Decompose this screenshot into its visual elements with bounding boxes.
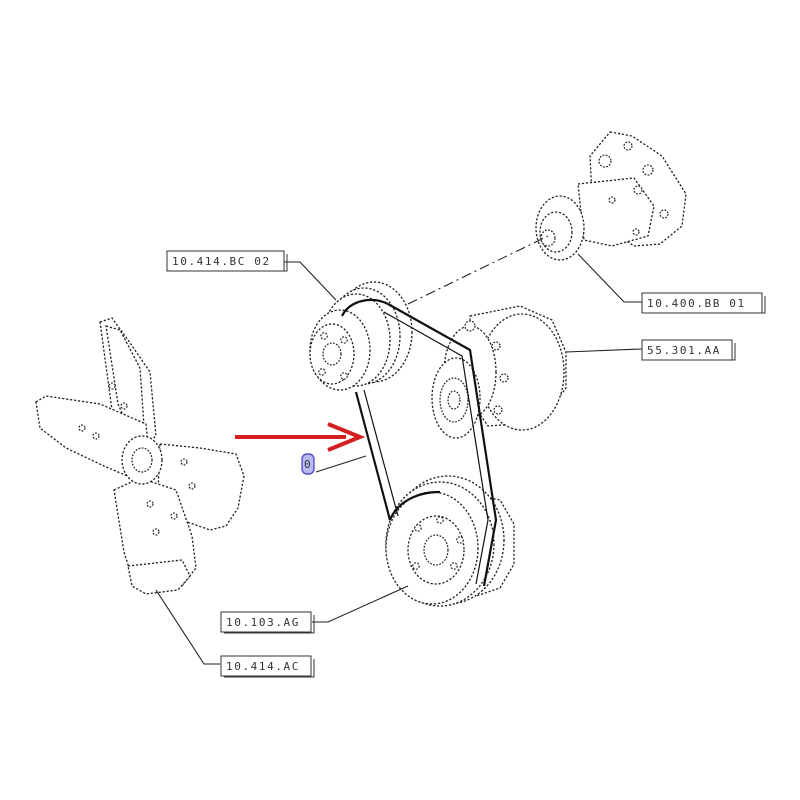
fan-drawing[interactable] <box>35 317 245 595</box>
label-text-crankshaft-pulley: 10.414.BC 02 <box>172 255 271 268</box>
label-10-400-bb-01[interactable]: 10.400.BB 01 <box>641 292 766 314</box>
label-55-301-aa[interactable]: 55.301.AA <box>641 339 736 361</box>
lower-pulley-drawing[interactable] <box>385 475 515 607</box>
label-10-414-bc-02[interactable]: 10.414.BC 02 <box>166 250 288 272</box>
shaft-centerline <box>407 235 549 305</box>
label-text-lower-pulley: 10.103.AG <box>226 616 300 629</box>
alternator-drawing[interactable] <box>431 305 567 439</box>
hotspot-label-v-belt: 0 <box>304 458 311 471</box>
leader-lines <box>155 253 643 665</box>
water-pump-drawing[interactable] <box>535 131 687 261</box>
label-10-414-ac[interactable]: 10.414.AC <box>220 655 315 678</box>
label-text-water-pump: 10.400.BB 01 <box>647 297 746 310</box>
right-arrow-icon <box>235 422 366 452</box>
v-belt-hotspot[interactable]: 0 <box>301 453 315 475</box>
crankshaft-pulley-drawing[interactable] <box>309 281 413 391</box>
v-belt-drawing[interactable] <box>341 298 498 587</box>
label-text-alternator: 55.301.AA <box>647 344 721 357</box>
label-text-fan: 10.414.AC <box>226 660 300 673</box>
label-10-103-ag[interactable]: 10.103.AG <box>220 611 315 634</box>
